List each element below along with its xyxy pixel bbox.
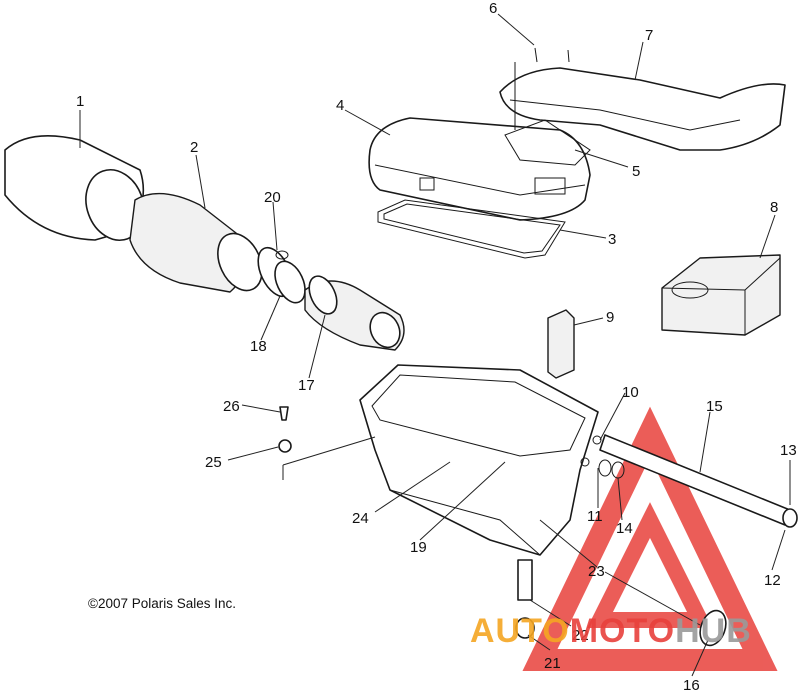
- part-18-20-coupler: [257, 246, 306, 304]
- callout-3: 3: [608, 231, 616, 248]
- part-7-snorkel: [499, 67, 786, 151]
- callout-26: 26: [223, 398, 240, 415]
- part-24-airbox-base: [359, 364, 599, 556]
- leader-lines: [79, 13, 791, 677]
- part-17-intake-tube: [304, 275, 405, 351]
- callout-2: 2: [190, 139, 198, 156]
- callout-21: 21: [544, 655, 561, 672]
- callout-6: 6: [489, 0, 497, 17]
- part-3-gasket: [377, 199, 566, 259]
- watermark-auto: AUTO: [470, 612, 570, 650]
- part-9-block: [547, 309, 575, 379]
- part-16-clamp: [699, 609, 727, 647]
- callout-10: 10: [622, 384, 639, 401]
- part-21-22-drain: [515, 559, 535, 639]
- part-6-screws: [514, 47, 570, 130]
- watermark-logo: [522, 406, 778, 671]
- part-8-foam-block: [661, 254, 781, 336]
- callout-15: 15: [706, 398, 723, 415]
- part-2-filter: [129, 192, 263, 293]
- callout-7: 7: [645, 27, 653, 44]
- callout-1: 1: [76, 93, 84, 110]
- watermark-hub: HUB: [675, 612, 752, 650]
- callout-14: 14: [616, 520, 633, 537]
- callout-19: 19: [410, 539, 427, 556]
- callout-18: 18: [250, 338, 267, 355]
- part-4-airbox-cover: [368, 117, 591, 221]
- callout-8: 8: [770, 199, 778, 216]
- callout-16: 16: [683, 677, 700, 691]
- svg-text:AUTOMOTOHUB: AUTOMOTOHUB: [470, 612, 752, 650]
- callout-17: 17: [298, 377, 315, 394]
- callout-20: 20: [264, 189, 281, 206]
- callout-22: 22: [572, 627, 589, 644]
- callout-5: 5: [632, 163, 640, 180]
- part-15-tube: [599, 434, 798, 528]
- part-1-prefilter: [4, 135, 145, 241]
- callout-13: 13: [780, 442, 797, 459]
- callout-24: 24: [352, 510, 369, 527]
- callout-23: 23: [588, 563, 605, 580]
- callout-25: 25: [205, 454, 222, 471]
- part-5-gasket: [504, 119, 591, 166]
- callout-11: 11: [587, 508, 603, 525]
- watermark-moto: MOTO: [570, 612, 675, 650]
- callout-4: 4: [336, 97, 344, 114]
- callout-12: 12: [764, 572, 781, 589]
- callout-labels: 1 2 3 4 5 6 7 8 9 10 11 12 13 14 15 16 1…: [76, 0, 797, 691]
- watermark-wordmark: AUTOMOTOHUB: [470, 612, 752, 650]
- callout-9: 9: [606, 309, 614, 326]
- copyright-text: ©2007 Polaris Sales Inc.: [88, 596, 236, 611]
- part-25-26-fasteners: [278, 406, 292, 453]
